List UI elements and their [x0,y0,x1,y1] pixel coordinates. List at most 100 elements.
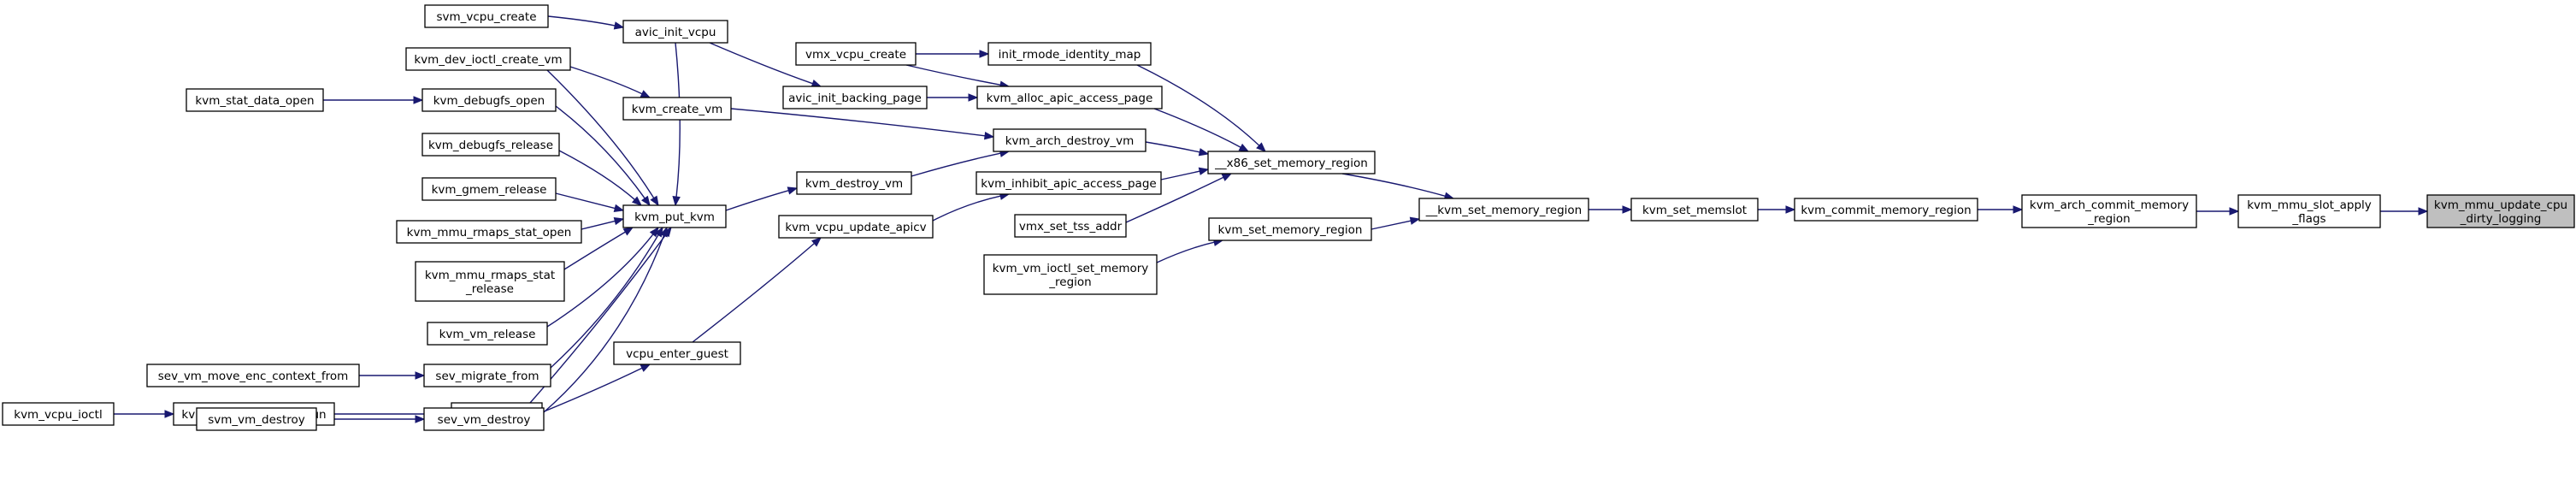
node-box [782,86,928,109]
graph-edges [114,15,2429,423]
node-kvm-inhibit-apic-access-page[interactable]: kvm_inhibit_apic_access_page [976,171,1162,195]
node-box [2021,194,2197,228]
node-label: kvm_set_memslot [1642,204,1747,217]
node-avic-init-vcpu[interactable]: avic_init_vcpu [622,20,728,44]
node-label: kvm_alloc_apic_access_page [987,92,1153,105]
node-label: kvm_vm_release [439,328,536,341]
node-label: kvm_arch_destroy_vm [1005,134,1135,148]
node-box [427,322,548,346]
node-label: kvm_debugfs_release [428,139,553,152]
node-label: kvm_mmu_rmaps_stat_open [407,226,572,240]
node-svm-vcpu-create[interactable]: svm_vcpu_create [424,4,549,28]
node-avic-init-backing-page[interactable]: avic_init_backing_page [782,86,928,109]
node-init-rmode-identity-map[interactable]: init_rmode_identity_map [987,42,1152,66]
node-box [2237,194,2381,228]
node-label: __kvm_set_memory_region [1425,204,1582,217]
edge-kvm-stat-data-open-to-kvm-debugfs-open [323,96,424,104]
node-kvm-vcpu-update-apicv[interactable]: kvm_vcpu_update_apicv [778,215,934,239]
node-label: init_rmode_identity_map [999,48,1141,62]
node-label: kvm_gmem_release [432,183,547,197]
edge-kvm-debugfs-open-to-kvm-put-kvm [555,105,651,207]
node-kvm-mmu-update-cpu-dirty-logging[interactable]: kvm_mmu_update_cpu_dirty_logging [2426,194,2575,228]
edge-vcpu-run-to-vcpu-enter-guest [541,364,651,413]
node-sev-migrate-from[interactable]: sev_migrate_from [423,364,551,387]
node-box [405,47,571,71]
node-box [2426,194,2575,228]
node-label: _dirty_logging [2460,212,2542,226]
node-box [421,133,560,157]
node-kvm-debugfs-open[interactable]: kvm_debugfs_open [421,88,557,112]
edge-kvm-arch-destroy-vm-to-x86-set-memory-region [1145,141,1210,157]
node-box [1418,198,1589,222]
edge-kvm-commit-memory-region-to-kvm-arch-commit-memory-region [1978,205,2024,214]
edge-sev-vm-move-enc-context-from-to-sev-migrate-from [359,371,426,380]
node-box [987,42,1152,66]
node-kvm-create-vm[interactable]: kvm_create_vm [622,97,732,121]
node-kvm-mmu-rmaps-stat-release[interactable]: kvm_mmu_rmaps_stat_release [415,261,565,302]
edge-kvm-set-memslot-to-kvm-commit-memory-region [1758,205,1796,214]
edge-kvm-set-memory-region-to-kvm-set-memory-region [1371,216,1421,230]
node-kvm-set-memory-region[interactable]: kvm_set_memory_region [1208,217,1372,241]
node-kvm-set-memslot[interactable]: kvm_set_memslot [1630,198,1759,222]
node-kvm-commit-memory-region[interactable]: kvm_commit_memory_region [1794,198,1978,222]
node-kvm-mmu-slot-apply-flags[interactable]: kvm_mmu_slot_apply_flags [2237,194,2381,228]
node-label: kvm_dev_ioctl_create_vm [414,53,562,67]
edge-vmx-vcpu-create-to-init-rmode-identity-map [916,50,990,58]
node-label: kvm_mmu_slot_apply [2247,198,2372,212]
node-box [778,215,934,239]
node-kvm-arch-commit-memory-region[interactable]: kvm_arch_commit_memory_region [2021,194,2197,228]
node-kvm-put-kvm[interactable]: kvm_put_kvm [622,204,727,228]
node-label: _region [1048,275,1091,289]
node-label: kvm_inhibit_apic_access_page [981,177,1156,191]
node-box [196,407,317,431]
edge-init-rmode-identity-map-to-x86-set-memory-region [1136,64,1266,152]
node-box [1207,151,1376,174]
node-kvm-dev-ioctl-create-vm[interactable]: kvm_dev_ioctl_create_vm [405,47,571,71]
node-box [993,128,1147,152]
node-box [146,364,360,387]
node-box [622,97,732,121]
edge-kvm-gmem-release-to-kvm-put-kvm [555,192,625,212]
node-box [421,88,557,112]
edge-kvm-create-vm-to-kvm-arch-destroy-vm [730,108,995,140]
node-sev-vm-destroy[interactable]: sev_vm_destroy [423,407,545,431]
node-label: kvm_stat_data_open [195,94,314,108]
node-label: kvm_put_kvm [634,210,715,224]
node-label: sev_vm_destroy [438,413,531,427]
node-label: kvm_create_vm [632,103,722,116]
edge-kvm-vcpu-update-apicv-to-kvm-inhibit-apic-access-page [932,192,1011,222]
node-label: kvm_vcpu_update_apicv [785,221,926,234]
node-label: avic_init_backing_page [788,92,922,105]
node-kvm-arch-destroy-vm[interactable]: kvm_arch_destroy_vm [993,128,1147,152]
node-kvm-vm-release[interactable]: kvm_vm_release [427,322,548,346]
node-kvm-vm-ioctl-set-memory-region[interactable]: kvm_vm_ioctl_set_memory_region [983,254,1158,295]
edge-kvm-inhibit-apic-access-page-to-x86-set-memory-region [1160,167,1210,180]
node-label: _release [465,282,514,296]
node-kvm-debugfs-release[interactable]: kvm_debugfs_release [421,133,560,157]
edge-kvm-vm-ioctl-set-memory-region-to-kvm-set-memory-region [1156,238,1224,263]
node-kvm-set-memory-region[interactable]: __kvm_set_memory_region [1418,198,1589,222]
node-vmx-vcpu-create[interactable]: vmx_vcpu_create [795,42,917,66]
node-kvm-gmem-release[interactable]: kvm_gmem_release [421,177,557,201]
edge-x86-set-memory-region-to-kvm-set-memory-region [1341,173,1455,200]
node-svm-vm-destroy[interactable]: svm_vm_destroy [196,407,317,431]
edge-kvm-debugfs-release-to-kvm-put-kvm [558,150,643,206]
node-vmx-set-tss-addr[interactable]: vmx_set_tss_addr [1014,214,1127,238]
node-label: kvm_arch_commit_memory [2030,198,2189,212]
node-kvm-stat-data-open[interactable]: kvm_stat_data_open [186,88,324,112]
node-label: kvm_vm_ioctl_set_memory [993,262,1149,275]
edge-kvm-alloc-apic-access-page-to-x86-set-memory-region [1153,108,1250,152]
node-kvm-destroy-vm[interactable]: kvm_destroy_vm [796,171,912,195]
node-kvm-vcpu-ioctl[interactable]: kvm_vcpu_ioctl [2,402,115,426]
node-kvm-mmu-rmaps-stat-open[interactable]: kvm_mmu_rmaps_stat_open [396,220,582,244]
edge-kvm-mmu-slot-apply-flags-to-kvm-mmu-update-cpu-dirty-logging [2380,207,2429,216]
node-label: kvm_mmu_update_cpu [2434,198,2567,212]
edge-kvm-dev-ioctl-create-vm-to-kvm-create-vm [569,66,651,98]
node-label: vmx_set_tss_addr [1019,220,1123,234]
graph-nodes: kvm_mmu_update_cpu_dirty_loggingkvm_mmu_… [2,4,2575,431]
node-x86-set-memory-region[interactable]: __x86_set_memory_region [1207,151,1376,174]
node-kvm-alloc-apic-access-page[interactable]: kvm_alloc_apic_access_page [976,86,1163,109]
node-box [424,4,549,28]
node-sev-vm-move-enc-context-from[interactable]: sev_vm_move_enc_context_from [146,364,360,387]
node-vcpu-enter-guest[interactable]: vcpu_enter_guest [613,341,741,365]
